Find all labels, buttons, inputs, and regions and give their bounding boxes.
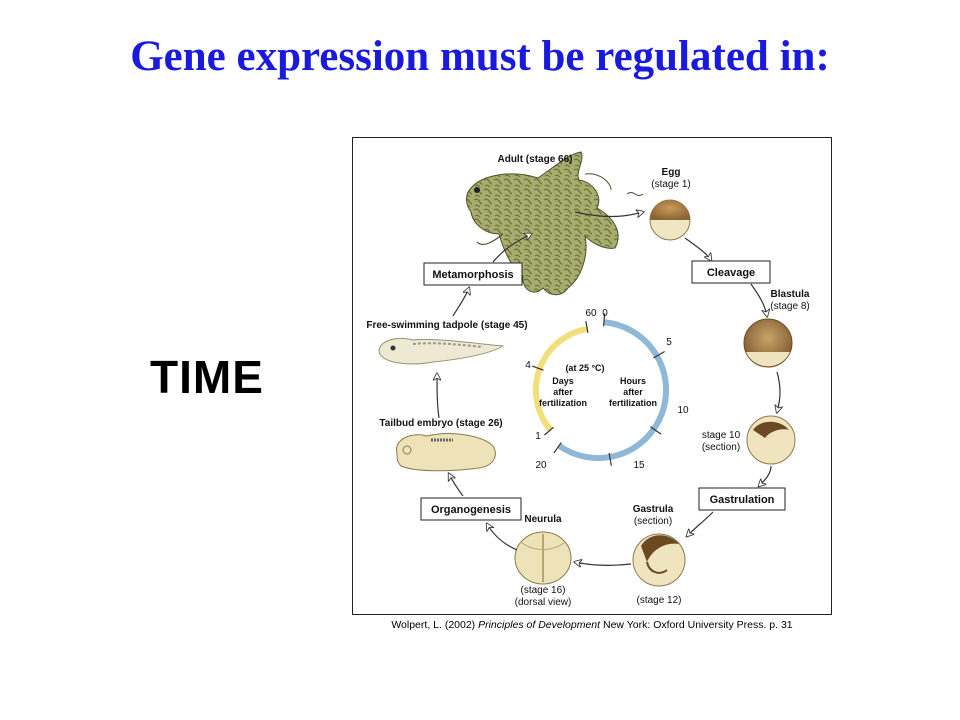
citation-publisher: New York: Oxford University Press. p. 31 [600,619,793,631]
blastula-label: Blastula [771,289,810,300]
gastrula-note: (section) [634,516,672,527]
citation-book-title: Principles of Development [478,619,601,631]
tadpole-image [378,338,505,365]
cycle-arrows [437,212,780,565]
citation-author: Wolpert, L. (2002) [391,619,479,631]
life-cycle-diagram: Adult (stage 66) Egg (stage 1) Blastula … [366,151,810,608]
neurula-label: Neurula [524,514,562,525]
arrow-cleavage-to-blastula [750,283,767,316]
stage10-label: stage 10 [702,430,741,441]
citation: Wolpert, L. (2002) Principles of Develop… [352,619,832,631]
hour-tick-mark-3 [608,452,612,466]
development-clock: (at 25 °C) Days after fertilization Hour… [525,308,689,471]
neurula-image [514,531,572,585]
arrow-tailbud-to-tadpole [437,374,439,419]
arrow-adult-to-egg [574,212,643,217]
metamorphosis-label: Metamorphosis [432,269,513,281]
egg-label: Egg [662,167,681,178]
day-tick-mark-2 [585,320,589,333]
hours-label-line1: Hours [620,376,646,386]
tailbud-image [396,433,496,472]
gastrulation-label: Gastrulation [710,494,775,506]
days-label-line1: Days [552,376,574,386]
hour-tick-mark-2 [650,426,662,435]
hour-tick-0: 0 [602,308,608,319]
egg-image [626,192,691,241]
days-label-line3: fertilization [539,398,587,408]
hours-label-line2: after [623,387,643,397]
hour-tick-15: 15 [633,460,645,471]
hours-label-line3: fertilization [609,398,657,408]
gastrula-image [632,533,686,587]
gastrula-label: Gastrula [633,504,674,515]
stage10-image [746,415,796,465]
arrow-tadpole-to-metamorphosis [452,288,469,317]
gastrulation-box [698,487,786,511]
hour-tick-mark-1 [653,350,665,359]
arrow-stage10-to-gastrulation [759,465,772,486]
arrow-metamorphosis-to-adult [492,234,531,263]
cleavage-label: Cleavage [707,267,755,279]
neurula-note: (dorsal view) [515,597,572,608]
cleavage-box [691,260,771,284]
hour-tick-mark-4 [553,442,562,454]
temperature-label: (at 25 °C) [565,363,604,373]
arrow-egg-to-cleavage [684,237,711,260]
clock-ticks [532,313,665,466]
gastrula-stage-label: (stage 12) [636,595,681,606]
day-tick-mark-0 [543,426,554,436]
arrow-gastrula-to-neurula [575,562,632,565]
arrow-organogenesis-to-tailbud [449,474,464,497]
tailbud-label: Tailbud embryo (stage 26) [379,418,502,429]
organogenesis-box [420,497,522,521]
day-tick-1: 1 [535,431,541,442]
blastula-stage-label: (stage 8) [770,301,809,312]
arrow-gastrulation-to-gastrula [687,511,714,536]
day-tick-60: 60 [585,308,597,319]
days-label-line2: after [553,387,573,397]
day-tick-4: 4 [525,360,531,371]
organogenesis-label: Organogenesis [431,504,511,516]
metamorphosis-box [423,262,523,286]
hour-tick-5: 5 [666,337,672,348]
slide-title: Gene expression must be regulated in: [130,33,830,80]
arrow-blastula-to-stage10 [777,371,780,412]
adult-frog-image [466,151,619,296]
time-label: TIME [150,351,264,403]
adult-label: Adult (stage 66) [497,154,572,165]
arrow-neurula-to-organogenesis [487,524,518,551]
life-cycle-figure: Adult (stage 66) Egg (stage 1) Blastula … [352,137,832,615]
egg-stage-label: (stage 1) [651,179,690,190]
hours-arc [557,319,670,462]
tadpole-label: Free-swimming tadpole (stage 45) [366,320,527,331]
neurula-stage-label: (stage 16) [520,585,565,596]
hour-tick-mark-0 [602,313,606,327]
hour-tick-20: 20 [535,460,547,471]
hour-tick-10: 10 [677,405,689,416]
blastula-image [743,318,793,368]
stage10-note: (section) [702,442,740,453]
day-tick-mark-1 [532,365,544,371]
